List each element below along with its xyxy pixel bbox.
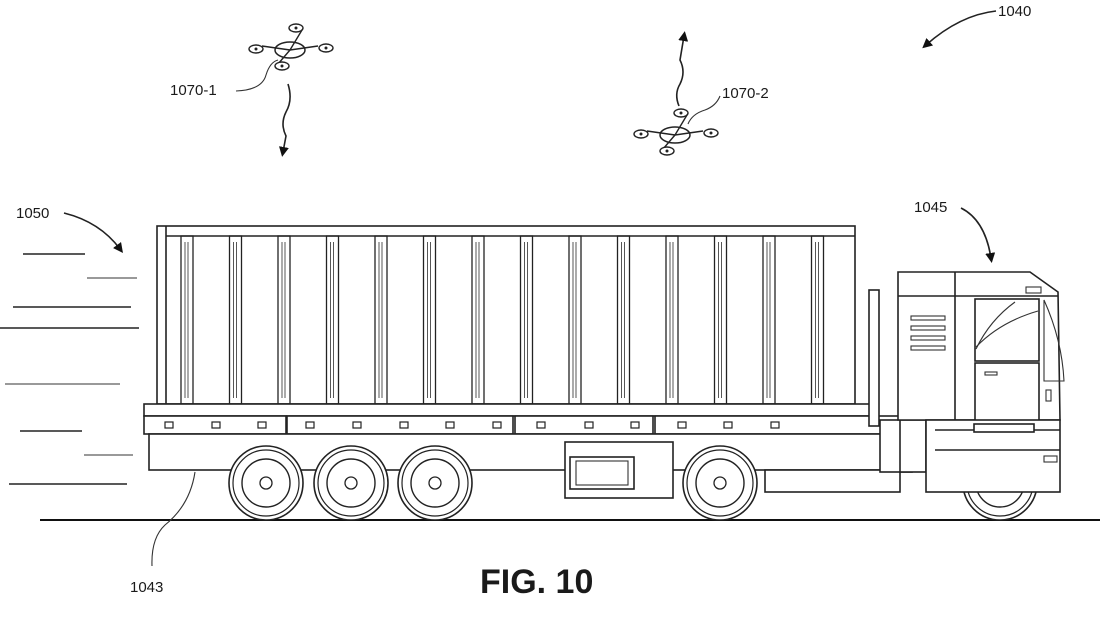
leader-1070-2 — [687, 95, 721, 125]
drone-1070-2 — [633, 108, 719, 156]
arrow-1050 — [63, 212, 123, 254]
arrow-1040 — [922, 10, 997, 49]
label-1070-1: 1070-1 — [170, 82, 217, 99]
wheel — [228, 445, 304, 521]
deck-stud — [584, 421, 594, 429]
wheel — [682, 445, 758, 521]
deck-stud — [257, 421, 267, 429]
deck-stud — [677, 421, 687, 429]
trailer-deck — [143, 403, 902, 499]
deck-stud — [211, 421, 221, 429]
deck-stud — [492, 421, 502, 429]
arrow-1045 — [960, 207, 996, 263]
drone-1-descend-arrow — [279, 83, 291, 157]
deck-stud — [630, 421, 640, 429]
deck-stud — [536, 421, 546, 429]
label-1045: 1045 — [914, 199, 947, 216]
label-1050: 1050 — [16, 205, 49, 222]
cargo-container — [156, 225, 856, 405]
tractor-cab — [868, 271, 1065, 493]
deck-stud — [770, 421, 780, 429]
deck-stud — [723, 421, 733, 429]
container-panel — [325, 235, 340, 405]
label-1043: 1043 — [130, 579, 163, 596]
label-1070-2: 1070-2 — [722, 85, 769, 102]
leader-1070-1 — [235, 59, 279, 92]
figure-caption: FIG. 10 — [480, 563, 593, 601]
deck-stud — [164, 421, 174, 429]
deck-stud — [305, 421, 315, 429]
deck-stud — [352, 421, 362, 429]
drone-2-ascend-arrow — [675, 31, 689, 107]
leader-1043 — [151, 471, 196, 567]
motion-lines — [0, 253, 139, 485]
deck-stud — [399, 421, 409, 429]
label-1040: 1040 — [998, 3, 1031, 20]
wheel — [397, 445, 473, 521]
drone-1070-1 — [248, 23, 334, 71]
wheel — [313, 445, 389, 521]
deck-stud — [445, 421, 455, 429]
